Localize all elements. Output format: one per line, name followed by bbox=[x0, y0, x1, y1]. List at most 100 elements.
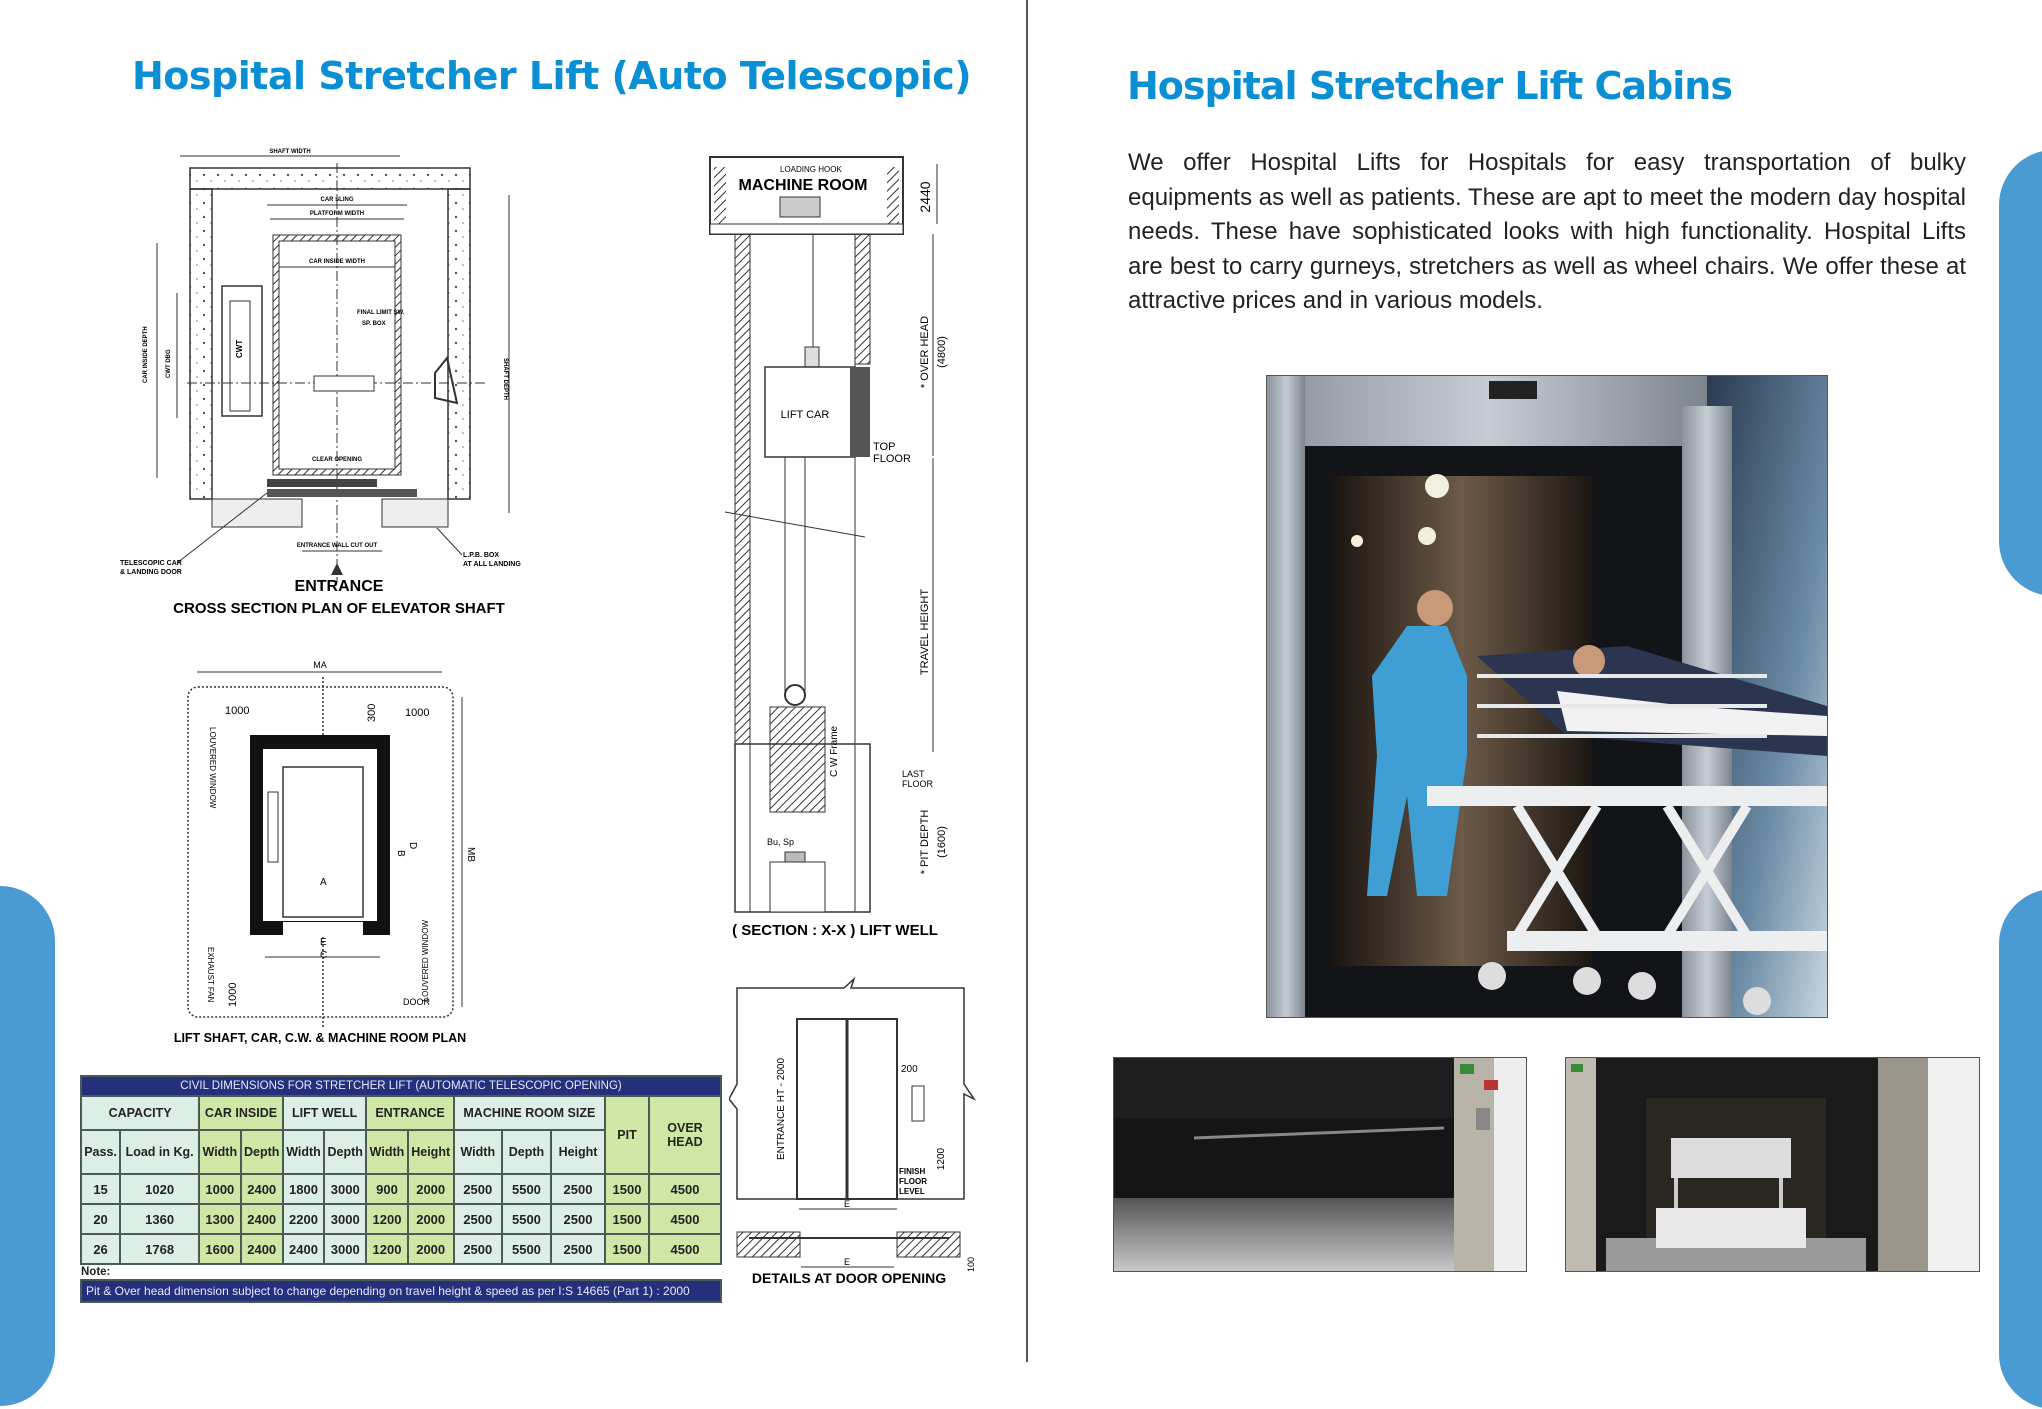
diagram-label: D bbox=[407, 842, 418, 849]
page-divider bbox=[1026, 0, 1028, 1362]
machine-room-plan: MA 1000 1000 300 A B D E C MB LOUVERED W… bbox=[174, 660, 476, 1045]
group-header: ENTRANCE bbox=[365, 1095, 455, 1131]
diagram-label: CROSS SECTION PLAN OF ELEVATOR SHAFT bbox=[173, 600, 505, 617]
diagram-label: TOP bbox=[873, 441, 895, 453]
table-cell: 5500 bbox=[500, 1203, 553, 1235]
table-cell: 1200 bbox=[365, 1203, 409, 1235]
column-header: Width bbox=[365, 1129, 409, 1175]
cabin-with-stretcher-photo bbox=[1565, 1057, 1980, 1272]
table-cell: 1000 bbox=[198, 1173, 242, 1205]
table-cell: 1360 bbox=[119, 1203, 201, 1235]
diagram-label: CAR INSIDE DEPTH bbox=[143, 326, 149, 383]
diagram-label: MB bbox=[465, 847, 476, 862]
table-cell: 2400 bbox=[239, 1233, 284, 1265]
group-header: OVER HEAD bbox=[648, 1095, 722, 1175]
diagram-label: SHAFT DEPTH bbox=[502, 358, 508, 400]
diagram-label: EXHAUST FAN bbox=[206, 947, 215, 1003]
table-cell: 26 bbox=[79, 1233, 122, 1265]
diagram-label: LIFT CAR bbox=[781, 409, 830, 421]
diagram-label: LOADING HOOK bbox=[780, 165, 842, 174]
diagram-label: DETAILS AT DOOR OPENING bbox=[752, 1270, 946, 1286]
table-cell: 1500 bbox=[604, 1173, 650, 1205]
table-cell: 1768 bbox=[119, 1233, 201, 1265]
table-cell: 2400 bbox=[239, 1203, 284, 1235]
diagram-label: 1000 bbox=[225, 705, 249, 717]
diagram-label: L.P.B. BOX bbox=[463, 552, 499, 559]
right-side-tab-top bbox=[1999, 150, 2042, 596]
diagram-label: LIFT SHAFT, CAR, C.W. & MACHINE ROOM PLA… bbox=[174, 1031, 466, 1045]
table-cell: 1300 bbox=[198, 1203, 242, 1235]
column-header: Depth bbox=[500, 1129, 553, 1175]
diagram-label: 1000 bbox=[227, 983, 239, 1007]
table-cell: 900 bbox=[365, 1173, 409, 1205]
empty-cabin-photo bbox=[1113, 1057, 1527, 1272]
diagram-label: LAST bbox=[902, 769, 925, 779]
diagram-label: (1600) bbox=[936, 826, 948, 858]
table-cell: 1500 bbox=[604, 1233, 650, 1265]
table-cell: 2400 bbox=[239, 1173, 284, 1205]
column-header: Width bbox=[198, 1129, 242, 1175]
table-cell: 2000 bbox=[406, 1203, 455, 1235]
column-header: Depth bbox=[323, 1129, 368, 1175]
column-header: Load in Kg. bbox=[119, 1129, 201, 1175]
diagram-label: FINISH bbox=[899, 1167, 925, 1176]
civil-dimensions-table: CIVIL DIMENSIONS FOR STRETCHER LIFT (AUT… bbox=[79, 1075, 722, 1303]
diagram-label: Bu, Sp bbox=[767, 837, 794, 847]
column-header: Depth bbox=[239, 1129, 284, 1175]
diagram-label: ENTRANCE bbox=[295, 578, 384, 595]
diagram-label: LOUVERED WINDOW bbox=[421, 920, 430, 1002]
table-cell: 1600 bbox=[198, 1233, 242, 1265]
column-header: Height bbox=[406, 1129, 455, 1175]
diagram-label: FLOOR bbox=[899, 1177, 927, 1186]
table-cell: 4500 bbox=[648, 1203, 722, 1235]
diagram-label: AT ALL LANDING bbox=[463, 561, 521, 568]
table-cell: 2500 bbox=[550, 1233, 606, 1265]
diagram-label: 200 bbox=[901, 1064, 918, 1075]
left-page-title: Hospital Stretcher Lift (Auto Telescopic… bbox=[132, 54, 972, 98]
shaft-cross-section-plan: SHAFT WIDTH CAR SLING PLATFORM WIDTH CAR… bbox=[120, 149, 521, 617]
table-cell: 2000 bbox=[406, 1233, 455, 1265]
table-cell: 5500 bbox=[500, 1233, 553, 1265]
table-cell: 2500 bbox=[452, 1233, 503, 1265]
diagram-label: MACHINE ROOM bbox=[739, 177, 868, 194]
diagram-label: ( SECTION : X-X ) LIFT WELL bbox=[732, 922, 938, 939]
diagram-label: SP. BOX bbox=[362, 321, 386, 327]
right-page-title: Hospital Stretcher Lift Cabins bbox=[1127, 64, 1733, 108]
diagram-label: & LANDING DOOR bbox=[120, 569, 182, 576]
column-header: Pass. bbox=[79, 1129, 122, 1175]
table-title: CIVIL DIMENSIONS FOR STRETCHER LIFT (AUT… bbox=[80, 1075, 722, 1097]
table-cell: 2200 bbox=[281, 1203, 326, 1235]
diagram-label: A bbox=[320, 877, 327, 888]
group-header: PIT bbox=[604, 1095, 650, 1175]
diagram-label: 2440 bbox=[917, 181, 933, 212]
column-header: Width bbox=[281, 1129, 326, 1175]
diagram-label: CLEAR OPENING bbox=[312, 457, 362, 463]
diagram-label: TRAVEL HEIGHT bbox=[919, 589, 931, 675]
table-cell: 4500 bbox=[648, 1233, 722, 1265]
diagram-label: 100 bbox=[966, 1257, 976, 1272]
column-header: Width bbox=[452, 1129, 503, 1175]
diagram-label: E bbox=[320, 937, 327, 948]
diagram-label: FINAL LIMIT SW. bbox=[357, 310, 405, 316]
diagram-label: CWT DBG bbox=[166, 349, 172, 378]
diagram-label: * OVER HEAD bbox=[919, 316, 931, 388]
diagram-label: E bbox=[844, 1257, 850, 1267]
group-header: CAPACITY bbox=[79, 1095, 201, 1131]
diagram-label: LEVEL bbox=[899, 1187, 925, 1196]
table-cell: 2500 bbox=[452, 1173, 503, 1205]
lift-well-section: LOADING HOOK MACHINE ROOM 2440 LIFT CAR … bbox=[709, 156, 948, 939]
table-cell: 5500 bbox=[500, 1173, 553, 1205]
column-header: Height bbox=[550, 1129, 606, 1175]
diagram-label: ENTRANCE WALL CUT OUT bbox=[297, 543, 378, 549]
group-header: MACHINE ROOM SIZE bbox=[452, 1095, 607, 1131]
table-cell: 1020 bbox=[119, 1173, 201, 1205]
table-cell: 3000 bbox=[323, 1173, 368, 1205]
diagram-label: TELESCOPIC CAR bbox=[120, 560, 182, 567]
diagram-label: 300 bbox=[366, 704, 378, 722]
diagram-label: FLOOR bbox=[873, 453, 911, 465]
table-cell: 20 bbox=[79, 1203, 122, 1235]
diagram-label: C bbox=[320, 950, 327, 961]
